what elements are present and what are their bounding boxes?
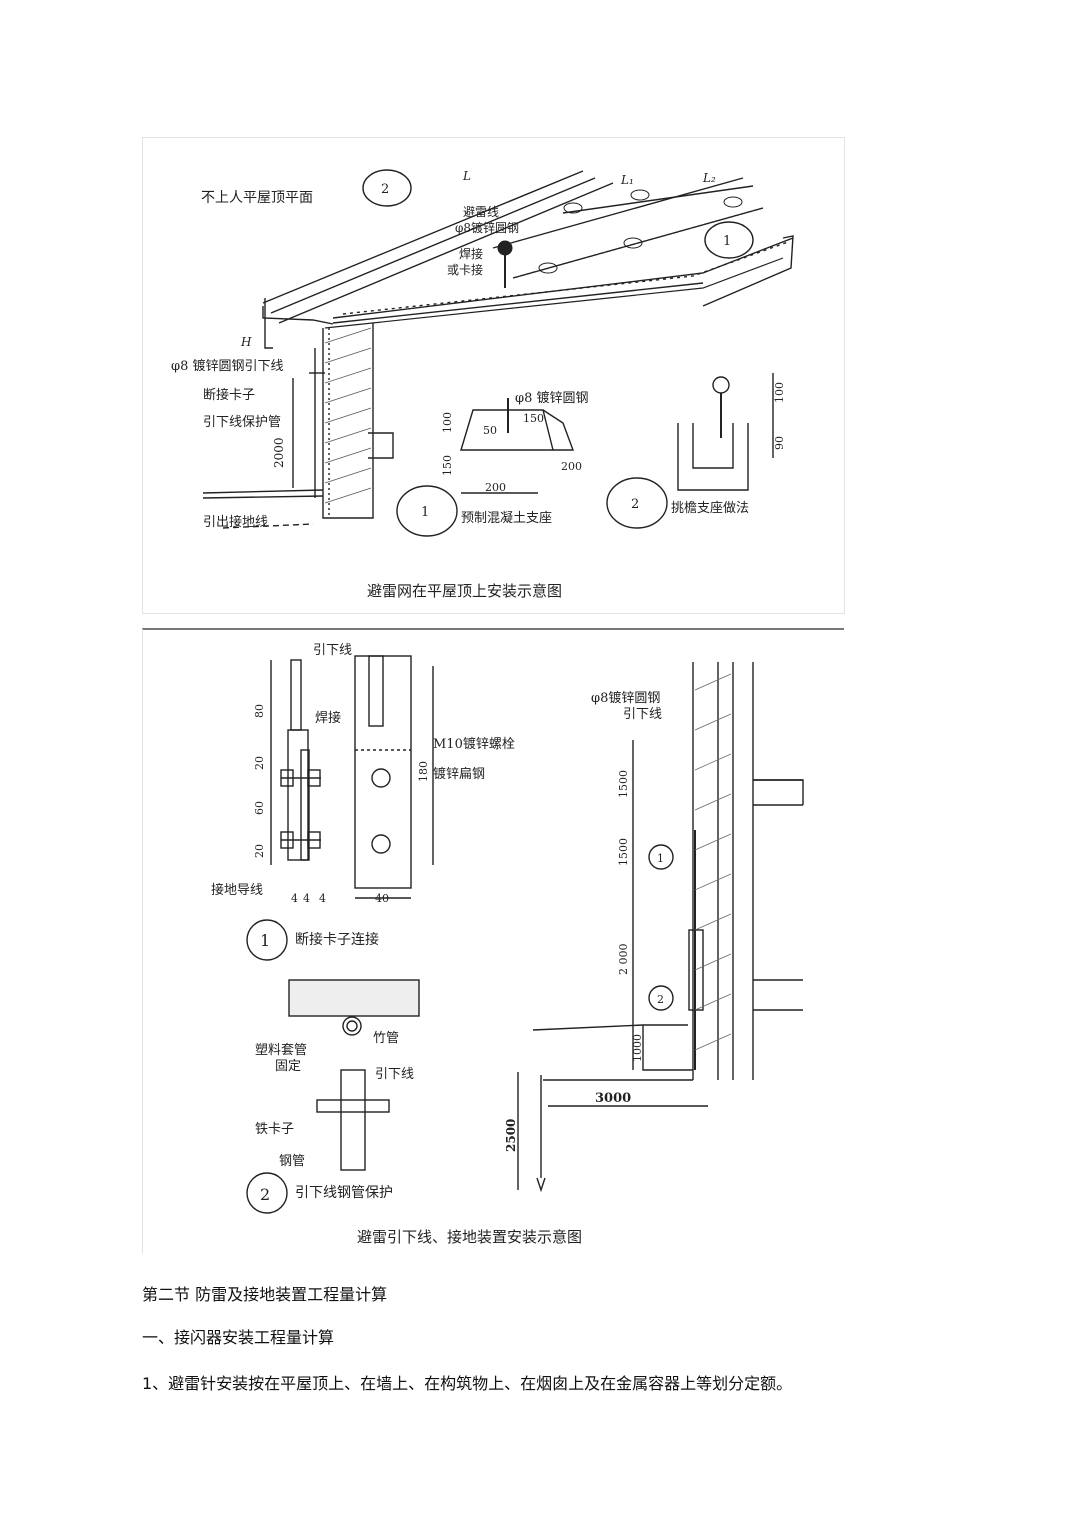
dim-1500b: 1500 bbox=[617, 838, 630, 866]
label-plastic-sleeve: 塑料套管 bbox=[255, 1042, 307, 1058]
label-roof-plane: 不上人平屋顶平面 bbox=[201, 190, 313, 206]
dim-60: 60 bbox=[253, 801, 266, 815]
dim-l2: L₂ bbox=[702, 171, 716, 185]
dim-2500: 2500 bbox=[504, 1119, 518, 1152]
dim-1000: 1000 bbox=[631, 1034, 644, 1062]
dim-150-top: 150 bbox=[523, 412, 544, 425]
dim-2000: 2 000 bbox=[617, 944, 630, 976]
dim-180: 180 bbox=[417, 761, 430, 782]
dim-200-bottom: 200 bbox=[485, 481, 506, 494]
label-down-conductor2: 引下线 bbox=[375, 1067, 414, 1082]
dim-90: 90 bbox=[773, 436, 786, 450]
label-detail1: 断接卡子连接 bbox=[295, 931, 379, 948]
label-round-steel: φ8镀锌圆钢 bbox=[455, 221, 519, 235]
figure-down-conductor-grounding: 引下线 焊接 M10镀锌螺栓 镀锌扁钢 80 20 60 20 180 接地导线… bbox=[142, 628, 844, 1254]
label-detail2: 引下线钢管保护 bbox=[295, 1185, 393, 1201]
paragraph-item-1: 1、避雷针安装按在平屋顶上、在墙上、在构筑物上、在烟囱上及在金属容器上等划分定额… bbox=[142, 1374, 793, 1393]
label-bamboo-pipe: 竹管 bbox=[373, 1031, 399, 1046]
dim-100: 100 bbox=[441, 412, 454, 433]
label-round-steel-bottom: 引下线 bbox=[623, 707, 662, 722]
subsection-heading: 一、接闪器安装工程量计算 bbox=[142, 1328, 335, 1347]
dim-50: 50 bbox=[483, 424, 497, 437]
dim-4c: 4 bbox=[319, 892, 326, 905]
dim-20b: 20 bbox=[253, 844, 266, 858]
label-flat-steel: 镀锌扁钢 bbox=[433, 766, 485, 782]
dim-2000: 2000 bbox=[272, 437, 286, 468]
label-fixed: 固定 bbox=[275, 1059, 301, 1074]
label-iron-clamp: 铁卡子 bbox=[255, 1122, 294, 1137]
label-ground-out: 引出接地线 bbox=[203, 514, 268, 530]
label-ground-wire: 接地导线 bbox=[211, 882, 263, 898]
dim-20a: 20 bbox=[253, 756, 266, 770]
callout-1: 1 bbox=[723, 234, 731, 249]
dim-l: L bbox=[462, 169, 471, 183]
label-weld: 焊接 bbox=[315, 710, 341, 726]
label-weld: 焊接 bbox=[459, 246, 483, 261]
dim-80: 80 bbox=[253, 704, 266, 718]
label-disconnect-clamp: 断接卡子 bbox=[203, 387, 255, 403]
dim-h: H bbox=[240, 335, 252, 349]
dim-150-side: 150 bbox=[441, 455, 454, 476]
label-down-conductor: φ8 镀锌圆钢引下线 bbox=[171, 358, 284, 374]
detail-num-1: 1 bbox=[421, 505, 429, 520]
dim-1500a: 1500 bbox=[617, 770, 630, 798]
label-support-steel: φ8 镀锌圆钢 bbox=[515, 390, 589, 406]
callout-2: 2 bbox=[381, 182, 389, 197]
dim-4b: 4 bbox=[303, 892, 310, 905]
figure-roof-lightning-net-drawing: 不上人平屋顶平面 2 1 避雷线 φ8镀锌圆钢 焊接 或卡接 L L₁ L₂ H… bbox=[171, 169, 794, 600]
dim-l1: L₁ bbox=[620, 173, 634, 187]
label-precast-support: 预制混凝土支座 bbox=[461, 510, 552, 526]
label-down-conductor: 引下线 bbox=[313, 643, 352, 658]
figure2-caption: 避雷引下线、接地装置安装示意图 bbox=[357, 1228, 582, 1246]
figure-roof-lightning-net: 不上人平屋顶平面 2 1 避雷线 φ8镀锌圆钢 焊接 或卡接 L L₁ L₂ H… bbox=[142, 137, 845, 614]
dim-100-eave: 100 bbox=[773, 382, 786, 403]
callout-1: 1 bbox=[657, 852, 664, 865]
label-round-steel-top: φ8镀锌圆钢 bbox=[591, 690, 660, 706]
detail-num-2: 2 bbox=[260, 1185, 270, 1204]
label-steel-pipe: 钢管 bbox=[279, 1154, 305, 1169]
figure-down-conductor-grounding-drawing: 引下线 焊接 M10镀锌螺栓 镀锌扁钢 80 20 60 20 180 接地导线… bbox=[211, 643, 804, 1246]
label-protection-pipe: 引下线保护管 bbox=[203, 415, 281, 430]
dim-4a: 4 bbox=[291, 892, 298, 905]
detail-num-2: 2 bbox=[631, 497, 639, 512]
label-or-clamp: 或卡接 bbox=[447, 262, 483, 277]
label-lightning-wire: 避雷线 bbox=[463, 205, 499, 219]
label-bolt: M10镀锌螺栓 bbox=[433, 736, 515, 752]
detail-num-1: 1 bbox=[260, 931, 270, 950]
dim-3000: 3000 bbox=[595, 1091, 631, 1106]
dim-200-side: 200 bbox=[561, 460, 582, 473]
label-eave-support: 挑檐支座做法 bbox=[671, 501, 749, 516]
dim-40: 40 bbox=[375, 892, 389, 905]
figure1-caption: 避雷网在平屋顶上安装示意图 bbox=[367, 582, 562, 600]
callout-2: 2 bbox=[657, 993, 664, 1006]
section-heading: 第二节 防雷及接地装置工程量计算 bbox=[142, 1285, 388, 1304]
